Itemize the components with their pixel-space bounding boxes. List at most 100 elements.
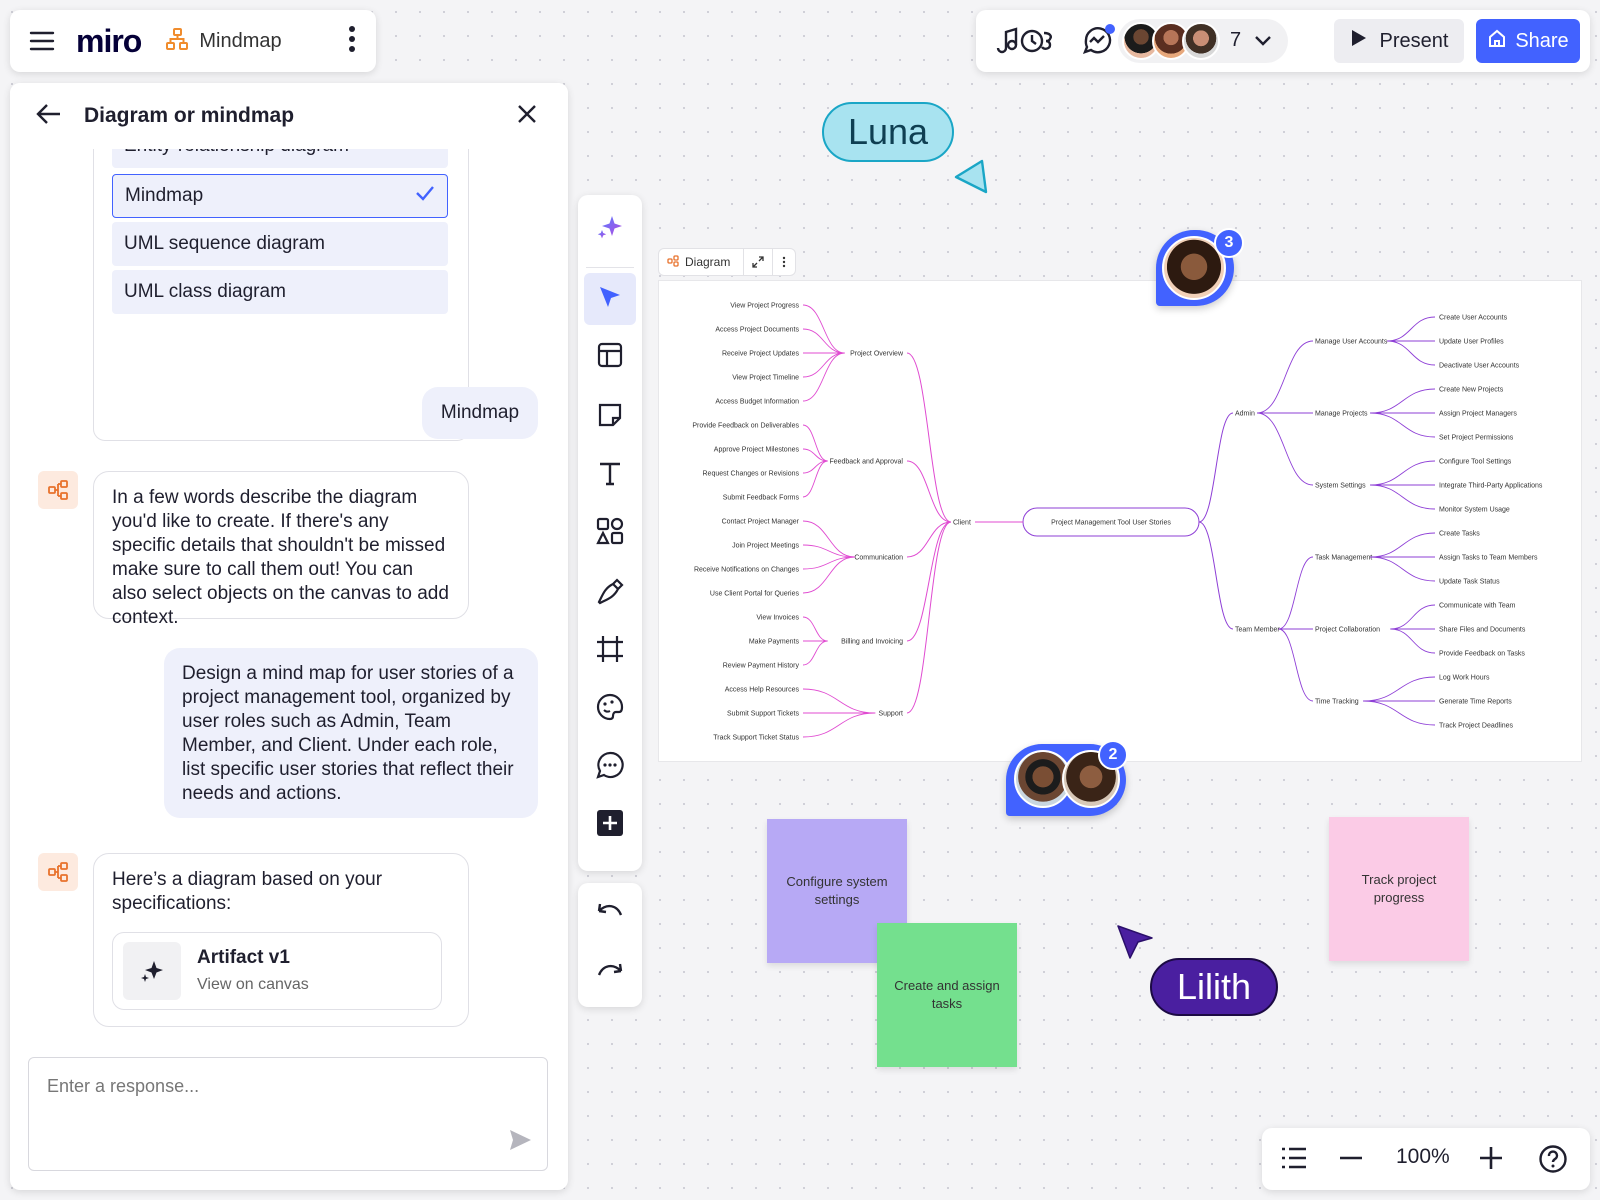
- share-button[interactable]: Share: [1476, 19, 1580, 63]
- chevron-down-icon[interactable]: [1254, 34, 1272, 52]
- select-tool[interactable]: [584, 273, 636, 325]
- mindmap-connector: [1256, 412, 1314, 486]
- play-icon: [1350, 28, 1368, 54]
- comment-thread-bubble[interactable]: [1156, 230, 1234, 306]
- back-arrow-icon[interactable]: [36, 103, 62, 130]
- mindmap-leaf-label: Make Payments: [749, 639, 800, 646]
- more-options-icon[interactable]: [348, 25, 356, 58]
- collaborators-group[interactable]: 7: [1118, 19, 1288, 63]
- mindmap-connector: [1278, 628, 1314, 702]
- comment-tool[interactable]: [584, 741, 636, 793]
- mindmap-group-label: Billing and Invoicing: [841, 639, 903, 646]
- sticky-note[interactable]: Create and assign tasks: [877, 923, 1017, 1067]
- share-home-icon: [1487, 28, 1507, 54]
- miro-logo[interactable]: miro: [76, 22, 142, 59]
- mindmap-leaf-label: Create Tasks: [1439, 531, 1480, 538]
- mindmap-connector: [1369, 556, 1436, 582]
- mindmap-leaf-label: Approve Project Milestones: [714, 447, 800, 454]
- option-uml-sequence[interactable]: UML sequence diagram: [112, 222, 448, 266]
- mindmap-connector: [1369, 484, 1436, 510]
- mindmap-group-label: Communication: [854, 555, 903, 562]
- diagram-tag-label: Diagram: [685, 255, 731, 269]
- artifact-card[interactable]: Artifact v1 View on canvas: [112, 932, 442, 1010]
- diagram-label-chip[interactable]: Diagram: [658, 248, 796, 276]
- commenter-avatar: [1062, 750, 1120, 808]
- reply-box: [28, 1057, 548, 1171]
- mindmap-connector: [906, 460, 952, 523]
- redo-button[interactable]: [584, 947, 636, 999]
- zoom-controls: 100%: [1262, 1128, 1590, 1190]
- mindmap-connector: [1363, 676, 1436, 702]
- artifact-title: Artifact v1: [197, 946, 290, 968]
- sparkle-icon: [123, 942, 181, 1000]
- creation-toolbar: [578, 195, 642, 871]
- ai-sparkle-tool[interactable]: [584, 203, 636, 255]
- pen-icon: [595, 576, 625, 611]
- zoom-level[interactable]: 100%: [1396, 1145, 1450, 1168]
- mindmap-connector: [1369, 460, 1436, 486]
- assistant-avatar-icon: [38, 853, 78, 891]
- mindmap-leaf-label: Access Project Documents: [715, 327, 799, 334]
- comment-bubble-icon: [595, 750, 625, 785]
- history-toolbar: [578, 883, 642, 1007]
- mindmap-connector: [906, 521, 952, 642]
- mindmap-root-label: Project Management Tool User Stories: [1051, 520, 1171, 527]
- mindmap-leaf-label: Provide Feedback on Tasks: [1439, 651, 1525, 658]
- mindmap-connector: [802, 688, 876, 714]
- mindmap-connector: [1369, 532, 1436, 558]
- option-uml-class[interactable]: UML class diagram: [112, 270, 448, 314]
- mindmap-leaf-label: Generate Time Reports: [1439, 699, 1512, 706]
- mindmap-connector: [802, 640, 828, 666]
- sticky-text: Configure system settings: [786, 874, 888, 907]
- badge-count: 2: [1108, 746, 1118, 763]
- commenter-avatar: [1162, 236, 1226, 300]
- close-icon[interactable]: [516, 103, 538, 130]
- artifact-subtitle[interactable]: View on canvas: [197, 975, 309, 993]
- collaborator-count: 7: [1230, 29, 1242, 51]
- reply-input[interactable]: [47, 1076, 487, 1097]
- hamburger-menu-icon[interactable]: [28, 27, 56, 55]
- mindmap-connector: [802, 712, 876, 738]
- mindmap-connector: [906, 352, 952, 523]
- sticky-note-tool[interactable]: [584, 391, 636, 443]
- zoom-in-icon[interactable]: [1478, 1145, 1504, 1171]
- shapes-tool[interactable]: [584, 507, 636, 559]
- mindmap-group-label: Feedback and Approval: [829, 459, 903, 466]
- text-t-icon: [596, 459, 624, 492]
- templates-tool[interactable]: [584, 331, 636, 383]
- mindmap-connector: [906, 521, 952, 714]
- present-button[interactable]: Present: [1334, 19, 1464, 63]
- layout-template-icon: [596, 341, 624, 374]
- mindmap-leaf-label: Track Support Ticket Status: [713, 735, 799, 742]
- pen-tool[interactable]: [584, 567, 636, 619]
- mindmap-connector: [802, 460, 828, 498]
- mindmap-leaf-label: Update Task Status: [1439, 579, 1500, 586]
- cursor-name-tag-luna: Luna: [822, 102, 954, 162]
- expand-icon[interactable]: [743, 248, 772, 276]
- mindmap-connector: [802, 352, 845, 378]
- mindmap-group-label: Manage Projects: [1315, 411, 1368, 418]
- mindmap-leaf-label: Access Budget Information: [715, 399, 799, 406]
- text-tool[interactable]: [584, 449, 636, 501]
- option-mindmap[interactable]: Mindmap: [112, 174, 448, 218]
- mindmap-leaf-label: Use Client Portal for Queries: [710, 591, 800, 598]
- sticky-note[interactable]: Track project progress: [1329, 817, 1469, 961]
- collaborator-avatar[interactable]: [1182, 22, 1220, 60]
- timer-music-icon[interactable]: [994, 24, 1056, 63]
- stickers-tool[interactable]: [584, 683, 636, 735]
- undo-button[interactable]: [584, 889, 636, 941]
- luna-cursor-icon: [952, 158, 992, 201]
- zoom-out-icon[interactable]: [1338, 1145, 1364, 1171]
- send-icon[interactable]: [507, 1127, 533, 1158]
- frame-tool[interactable]: [584, 625, 636, 677]
- mindmap-connector: [802, 556, 855, 594]
- help-icon[interactable]: [1538, 1144, 1568, 1174]
- list-view-icon[interactable]: [1280, 1145, 1308, 1171]
- more-apps-tool[interactable]: [584, 799, 636, 851]
- board-name[interactable]: Mindmap: [199, 29, 282, 52]
- diagram-type-options: Entity-relationship diagram Mindmap UML …: [93, 123, 469, 441]
- reactions-icon[interactable]: [1080, 24, 1116, 63]
- diagram-more-icon[interactable]: [772, 248, 795, 276]
- assistant-message: Here’s a diagram based on your specifica…: [93, 853, 469, 1027]
